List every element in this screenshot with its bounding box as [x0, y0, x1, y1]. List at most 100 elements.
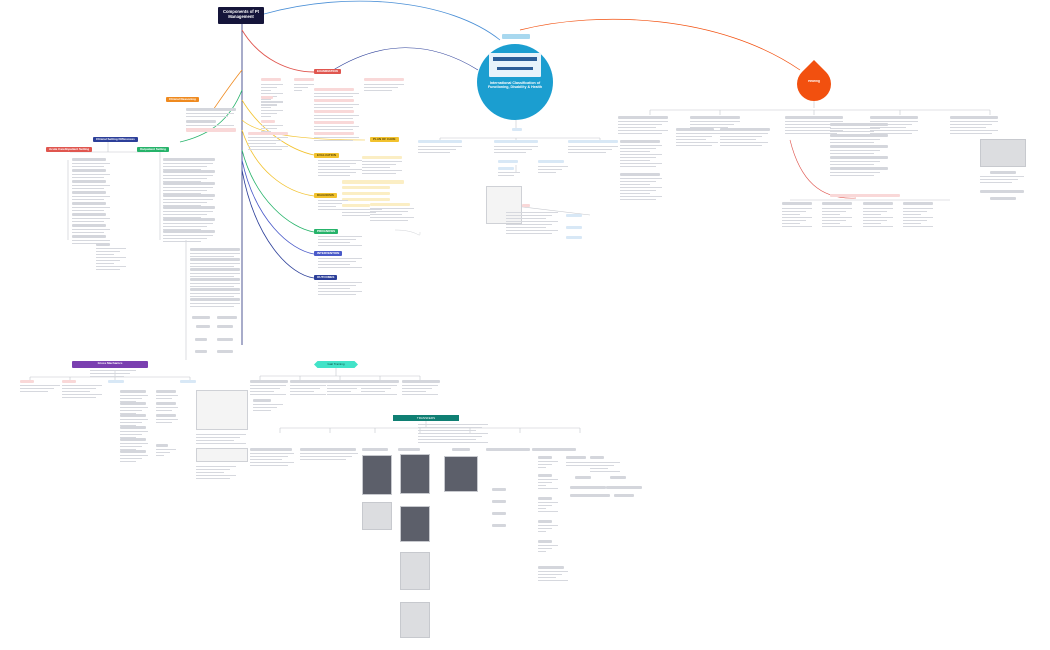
text-line: [538, 551, 546, 552]
text-line: [362, 164, 396, 165]
text-block: [342, 204, 370, 207]
icf-node[interactable]: International Classification of Function…: [477, 44, 553, 120]
text-block: [108, 380, 124, 383]
text-block: [618, 116, 668, 119]
text-line: [318, 285, 356, 286]
text-line: [314, 107, 353, 108]
text-line: [318, 236, 362, 237]
text-block: [190, 258, 240, 261]
text-line: [318, 169, 362, 170]
text-line: [163, 163, 213, 164]
text-block: [163, 182, 215, 185]
branch-outcomes[interactable]: OUTCOMES: [314, 275, 338, 281]
text-line: [538, 505, 552, 506]
text-block: [568, 140, 618, 143]
branch-examination[interactable]: EXAMINATION: [314, 69, 341, 75]
acute-care-node[interactable]: Acute Care/Inpatient Setting: [46, 147, 93, 153]
text-block: [120, 450, 146, 453]
text-line: [163, 226, 207, 227]
branch-plan-of-care[interactable]: PLAN OF CARE: [370, 137, 399, 143]
text-line: [250, 465, 288, 466]
text-line: [538, 571, 568, 572]
branch-prognosis[interactable]: PROGNOSIS: [314, 229, 339, 235]
text-line: [20, 391, 48, 392]
text-line: [506, 230, 558, 231]
text-block: [248, 132, 288, 135]
text-block: [217, 350, 233, 353]
text-line: [620, 145, 662, 146]
text-block: [538, 540, 552, 543]
branch-diagnosis[interactable]: DIAGNOSIS: [314, 193, 337, 199]
text-block: [120, 414, 146, 417]
text-line: [568, 152, 606, 153]
text-line: [830, 172, 880, 173]
hearing-red-box: [830, 194, 900, 197]
text-line: [782, 208, 812, 209]
text-line: [361, 394, 397, 395]
text-line: [620, 196, 662, 197]
text-line: [538, 485, 546, 486]
text-block: [186, 108, 236, 111]
text-block: [570, 494, 610, 497]
text-block: [522, 204, 530, 207]
text-block: [452, 448, 470, 451]
text-block: [72, 235, 106, 238]
root-node[interactable]: Components of Pt Management: [218, 7, 264, 24]
text-line: [186, 113, 234, 114]
text-line: [163, 187, 213, 188]
icf-header-box: [502, 34, 530, 39]
gait-training-node[interactable]: Gait Training: [314, 361, 358, 368]
hearing-node[interactable]: Hearing: [808, 80, 820, 83]
text-line: [318, 200, 348, 201]
text-line: [90, 376, 124, 377]
text-line: [156, 410, 172, 411]
text-line: [822, 214, 840, 215]
text-line: [314, 137, 359, 138]
text-line: [590, 465, 614, 466]
text-line: [318, 294, 356, 295]
text-line: [362, 170, 402, 171]
text-line: [782, 220, 806, 221]
transfer-photo-1: [362, 455, 392, 495]
text-line: [822, 208, 852, 209]
text-line: [870, 133, 912, 134]
text-line: [120, 461, 136, 462]
text-line: [402, 394, 438, 395]
branch-evaluation[interactable]: EVALUATION: [314, 153, 340, 159]
clinical-setting-node[interactable]: Clinical Setting Differences: [93, 137, 138, 143]
text-line: [250, 459, 282, 460]
text-line: [590, 462, 620, 463]
text-block: [575, 476, 591, 479]
text-line: [250, 462, 294, 463]
text-block: [314, 132, 354, 135]
branch-clinical-reasoning[interactable]: Clinical Reasoning: [166, 97, 199, 103]
text-line: [566, 462, 610, 463]
transfers-node[interactable]: TRANSFERS: [393, 415, 459, 421]
text-block: [156, 390, 176, 393]
text-line: [690, 130, 740, 131]
text-line: [620, 151, 650, 152]
text-block: [870, 116, 918, 119]
text-line: [498, 172, 520, 173]
text-line: [676, 139, 706, 140]
text-line: [250, 391, 274, 392]
text-line: [96, 263, 114, 264]
text-line: [163, 193, 201, 194]
text-line: [261, 84, 283, 85]
text-block: [261, 96, 273, 99]
text-line: [261, 105, 277, 106]
text-line: [190, 293, 240, 294]
text-line: [190, 266, 234, 267]
outpatient-node[interactable]: Outpatient Setting: [137, 147, 169, 153]
text-line: [261, 107, 271, 108]
gross-mechanics-node[interactable]: Gross Mechanics: [72, 361, 148, 368]
text-line: [120, 443, 148, 444]
text-line: [822, 217, 852, 218]
text-line: [318, 239, 356, 240]
text-line: [196, 443, 246, 444]
branch-intervention[interactable]: INTERVENTION: [314, 251, 343, 257]
text-block: [538, 160, 564, 163]
text-line: [822, 226, 852, 227]
text-line: [620, 199, 656, 200]
text-line: [96, 251, 120, 252]
